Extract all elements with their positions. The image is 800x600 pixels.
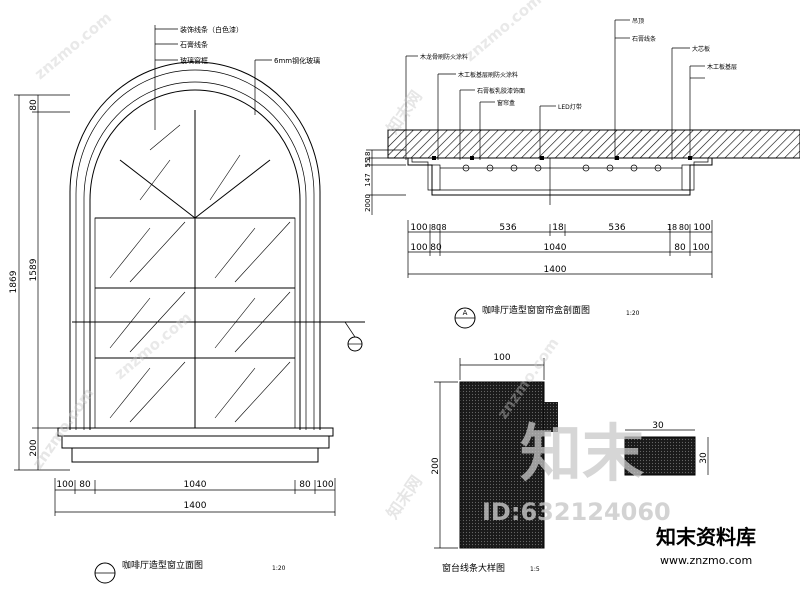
elev-dim-200v: 200: [29, 439, 39, 456]
elev-leader-3: 玻璃窗框: [180, 56, 208, 65]
watermark-url: www.znzmo.com: [660, 554, 752, 567]
elevation-leaders: [154, 25, 272, 130]
watermark-diag-4: znzmo.com: [461, 0, 545, 65]
elev-leader-2: 石膏线条: [180, 40, 208, 49]
section-dim-top-5: 18: [552, 223, 564, 233]
elev-dim-80a: 80: [79, 480, 91, 490]
section-dim-top-7: 18: [667, 223, 677, 232]
detail-title: 窗台线条大样图: [442, 562, 505, 574]
section-dim-top-8: 80: [679, 223, 689, 232]
section-leader-l2: 木工板基层刷防火涂料: [458, 71, 518, 79]
section-leaders: [405, 19, 705, 160]
watermark-diag-7: znzmo.com: [111, 308, 195, 383]
watermark-diag-5: znzmo.com: [31, 8, 115, 83]
elev-leader-1: 装饰线条（白色漆）: [180, 25, 243, 34]
window-elevation: [57, 61, 365, 463]
section-leader-r4: 木工板基层: [707, 63, 737, 71]
section-dim-18v: 18: [364, 152, 372, 161]
section-vertical-dims: [366, 149, 406, 215]
section-dim-top-9: 100: [693, 223, 710, 233]
section-dim-top-6: 536: [608, 223, 625, 233]
elev-dim-1040: 1040: [184, 480, 207, 490]
section-title-letter: A: [463, 309, 468, 317]
elevation-scale: 1:20: [272, 565, 286, 572]
section-dim-147: 147: [364, 173, 372, 186]
elev-dim-1869: 1869: [9, 270, 19, 293]
section-horizontal-dims: [407, 220, 713, 278]
section-dim-mid-5: 100: [692, 243, 709, 253]
watermark-diag-3: 知末网: [383, 472, 426, 522]
detail-dims: [434, 358, 709, 549]
section-leader-r2: 石膏线条: [632, 35, 656, 43]
section-dim-mid-2: 80: [430, 243, 442, 253]
elev-dim-80v: 80: [29, 99, 39, 111]
section-dim-total: 1400: [544, 265, 567, 275]
detail-scale: 1:5: [530, 566, 540, 573]
section-dim-top-1: 100: [410, 223, 427, 233]
section-leader-l4: 窗帘盒: [497, 99, 515, 107]
elevation-vertical-dims: [14, 94, 70, 471]
detail-dim-100: 100: [493, 353, 510, 363]
sill-detail: [459, 381, 696, 549]
elevation-title: 咖啡厅造型窗立面图: [122, 559, 203, 571]
watermark-id: ID:632124060: [482, 498, 671, 526]
detail-dim-30w: 30: [652, 421, 664, 431]
elev-dim-80b: 80: [299, 480, 311, 490]
section-leader-l5: LED灯带: [558, 103, 582, 111]
elev-dim-1589: 1589: [29, 258, 39, 281]
elevation-horizontal-dims: [54, 478, 336, 516]
section-title: 咖啡厅造型窗窗帘盒剖面图: [482, 304, 590, 316]
section-dim-top-2: 80: [431, 223, 441, 232]
section-leader-l3: 石膏板乳胶漆饰面: [477, 87, 525, 95]
section-dim-top-4: 536: [499, 223, 516, 233]
section-dim-mid-3: 1040: [544, 243, 567, 253]
section-dim-55: 55: [364, 159, 372, 168]
section-dim-mid-1: 100: [410, 243, 427, 253]
section-leader-r3: 大芯板: [692, 45, 710, 53]
elev-dim-100a: 100: [56, 480, 73, 490]
section-dim-top-3: 8: [441, 223, 446, 232]
section-leader-l1: 木龙骨刷防火涂料: [420, 53, 468, 61]
curtain-box-section: [387, 129, 800, 205]
section-scale: 1:20: [626, 310, 640, 317]
section-leader-r1: 吊顶: [632, 18, 644, 25]
elev-dim-100b: 100: [316, 480, 333, 490]
detail-dim-200: 200: [431, 457, 441, 474]
detail-dim-30h: 30: [699, 452, 709, 464]
watermark-brand: 知末: [520, 417, 644, 490]
watermark-site-cn: 知末资料库: [656, 525, 756, 549]
elev-dim-1400: 1400: [184, 501, 207, 511]
section-dim-2000: 2000: [364, 194, 372, 212]
elev-leader-4: 6mm钢化玻璃: [274, 56, 320, 65]
section-dim-mid-4: 80: [674, 243, 686, 253]
